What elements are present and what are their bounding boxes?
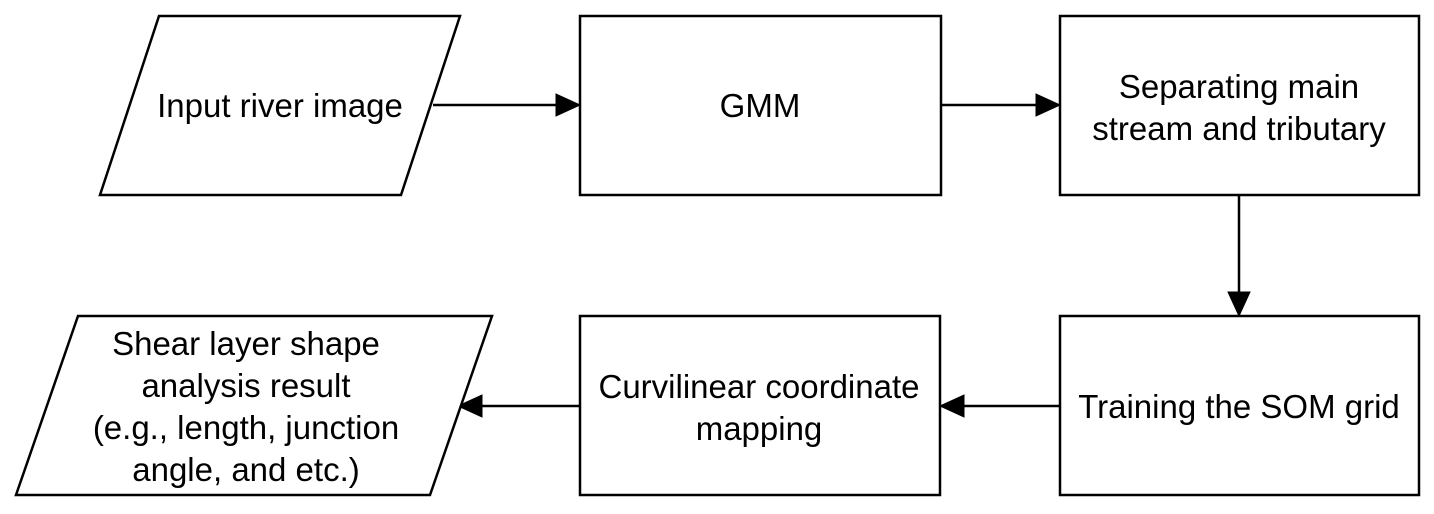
node-label-line: angle, and etc.)	[132, 451, 360, 488]
output-parallelogram	[14, 314, 494, 497]
arrowhead-icon	[938, 394, 965, 418]
arrowhead-icon	[555, 93, 582, 117]
node-gmm: GMM	[578, 14, 943, 197]
arrowhead-icon	[456, 394, 483, 418]
process-box	[578, 14, 943, 197]
node-shear-layer-result: Shear layer shape analysis result (e.g.,…	[14, 314, 494, 497]
process-box	[1058, 14, 1421, 197]
arrowhead-icon	[1035, 93, 1062, 117]
node-label-line: analysis result	[141, 367, 350, 404]
node-label-line: mapping	[696, 410, 823, 447]
node-label-line: Curvilinear coordinate	[599, 368, 920, 405]
node-label-line: GMM	[720, 87, 801, 124]
node-curvilinear: Curvilinear coordinate mapping	[578, 314, 942, 497]
input-parallelogram	[98, 14, 462, 197]
node-label-line: (e.g., length, junction	[93, 409, 399, 446]
node-label-line: Shear layer shape	[112, 325, 380, 362]
node-label-line: Training the SOM grid	[1078, 388, 1400, 425]
node-label-line: Separating main	[1119, 68, 1359, 105]
node-training-som: Training the SOM grid	[1058, 314, 1421, 497]
edge-input-to-gmm	[433, 93, 582, 117]
process-box	[578, 314, 942, 497]
process-box	[1058, 314, 1421, 497]
node-label-line: Input river image	[157, 87, 403, 124]
node-input-river-image: Input river image	[98, 14, 462, 197]
edge-gmm-to-separating	[941, 93, 1062, 117]
node-label-line: stream and tributary	[1092, 110, 1386, 147]
edges	[433, 93, 1251, 418]
node-separating: Separating main stream and tributary	[1058, 14, 1421, 197]
edge-curvilinear-to-result	[456, 394, 580, 418]
edge-training-to-curvilinear	[938, 394, 1060, 418]
arrowhead-icon	[1227, 291, 1251, 318]
edge-separating-to-training	[1227, 195, 1251, 318]
